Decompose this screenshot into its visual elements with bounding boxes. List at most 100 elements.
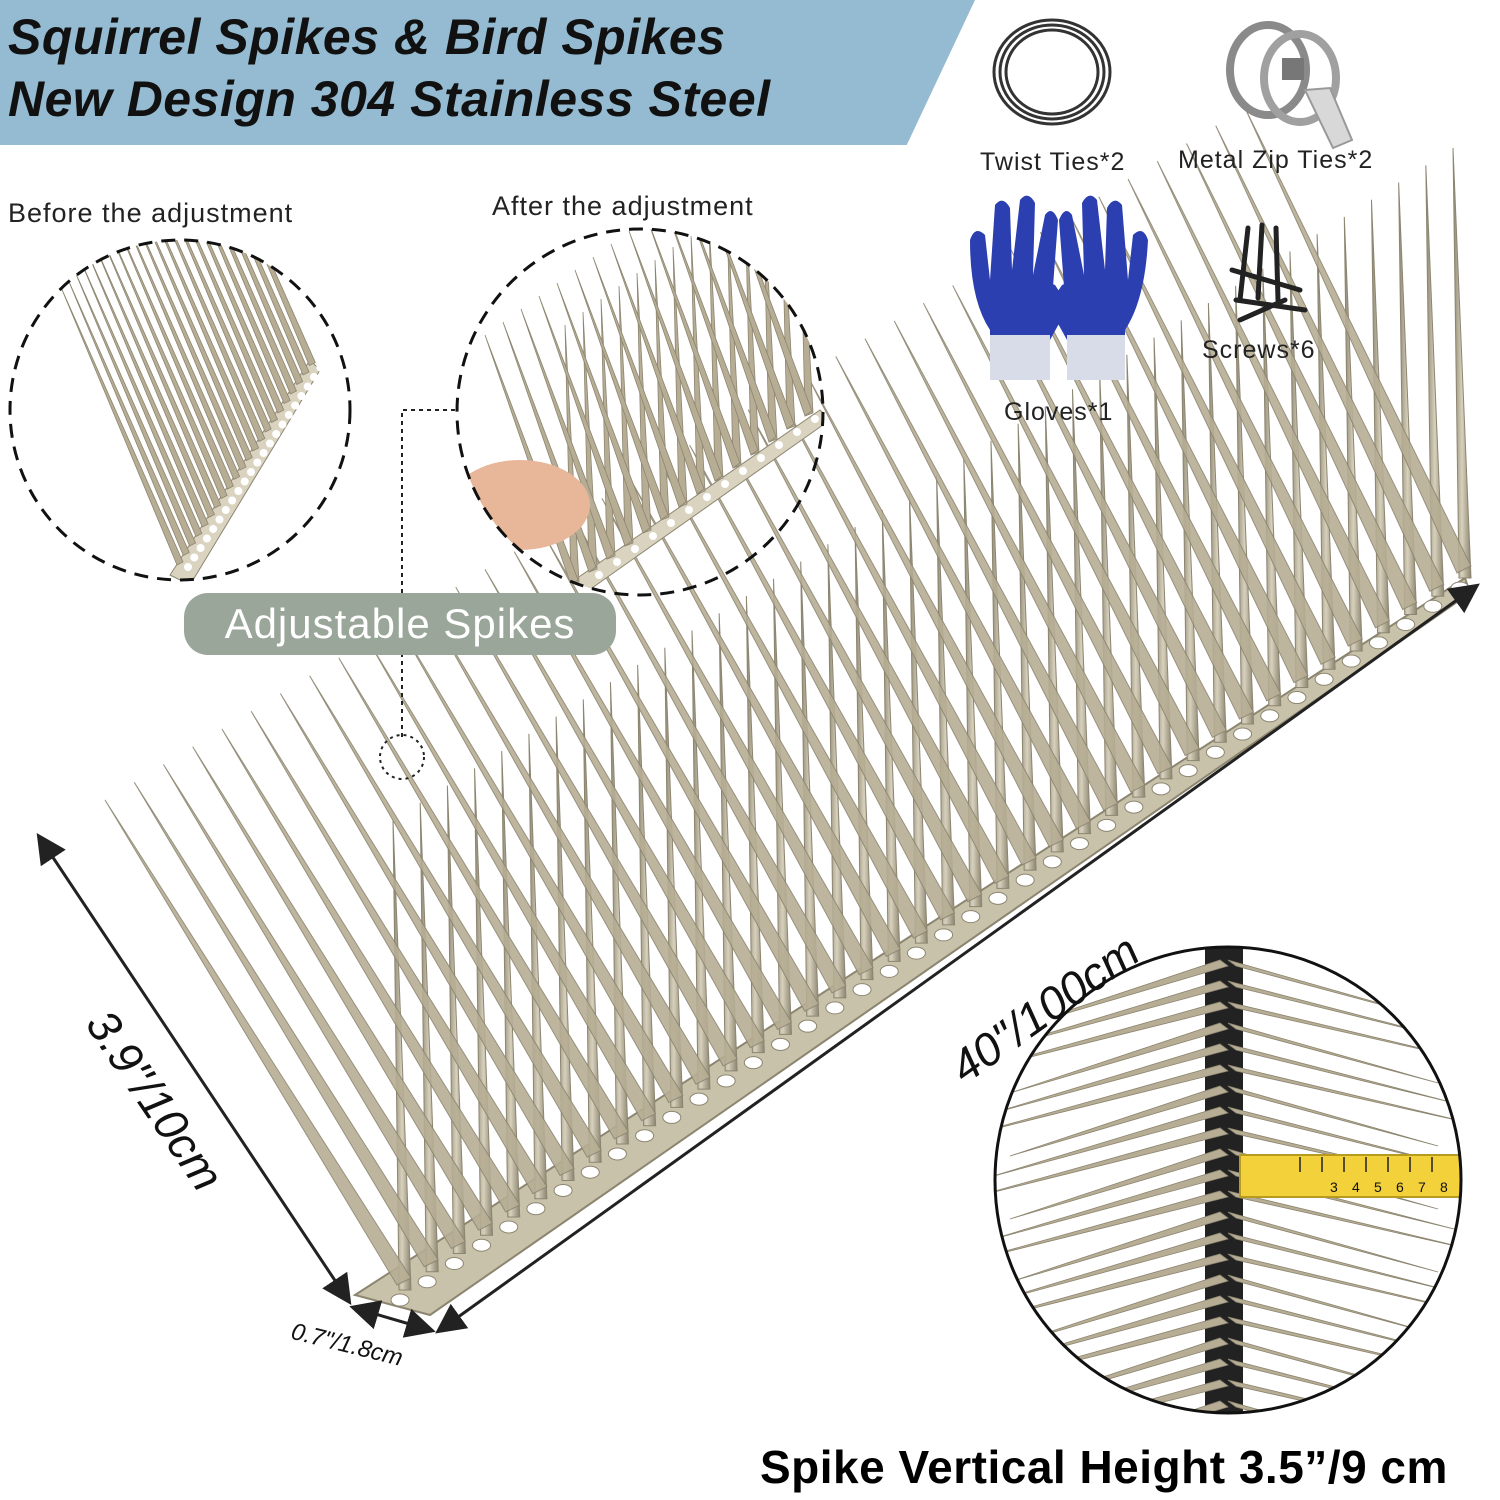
spike (1227, 980, 1459, 1042)
metal-zip-tie-icon (1226, 21, 1354, 150)
tape-number: 8 (1440, 1179, 1448, 1195)
spike (91, 240, 216, 519)
mounting-hole (202, 534, 211, 543)
mounting-hole (595, 571, 603, 579)
spike (718, 229, 813, 417)
spike (1009, 1148, 1229, 1220)
mounting-hole (1178, 764, 1198, 778)
spike (995, 980, 1229, 1052)
gloves-icon (970, 195, 1148, 380)
mounting-hole (499, 1220, 519, 1234)
mounting-hole (1042, 855, 1062, 869)
accessory-label-gloves: Gloves*1 (1004, 398, 1114, 426)
mounting-hole (1396, 618, 1416, 632)
mounting-hole (879, 964, 899, 978)
spike (185, 240, 310, 376)
before-adjustment-circle (8, 238, 352, 582)
spike (780, 229, 796, 430)
base-dimension-arrow (349, 1300, 436, 1338)
mounting-hole (526, 1202, 546, 1216)
spike (1227, 1106, 1459, 1168)
title-banner (0, 0, 975, 145)
mounting-hole (825, 1001, 845, 1015)
mounting-hole (390, 1293, 410, 1307)
mounting-hole (667, 519, 675, 527)
spike (995, 1232, 1229, 1304)
mounting-hole (1423, 599, 1443, 613)
adjustable-spikes-badge: Adjustable Spikes (184, 593, 616, 655)
spike (798, 229, 814, 417)
accessory-label-screws: Screws*6 (1202, 336, 1316, 364)
spike (995, 1253, 1229, 1325)
spike (995, 1190, 1229, 1262)
spike (191, 240, 316, 367)
after-adjustment-label: After the adjustment (492, 191, 754, 221)
mounting-hole (852, 983, 872, 997)
spike (1244, 107, 1472, 574)
spike (1009, 1022, 1229, 1094)
spike (110, 240, 234, 490)
before-adjustment-label: Before the adjustment (8, 198, 294, 228)
hand (457, 460, 590, 550)
spike (538, 295, 633, 547)
spike (995, 1379, 1229, 1413)
mounting-hole (1341, 654, 1361, 668)
spike (1227, 1001, 1461, 1063)
mounting-hole (228, 496, 237, 505)
mounting-hole (417, 1275, 437, 1289)
spike (122, 240, 247, 471)
mounting-hole (472, 1238, 492, 1252)
spike (556, 282, 651, 534)
spike (646, 229, 741, 469)
spike (520, 308, 615, 560)
spike (1227, 1274, 1439, 1336)
spike (104, 799, 412, 1286)
spike (995, 1001, 1229, 1073)
spike (995, 1043, 1229, 1115)
mounting-hole (961, 910, 981, 924)
spike (84, 246, 209, 528)
mounting-hole (310, 373, 318, 381)
spike (128, 240, 253, 462)
mounting-hole (259, 449, 268, 457)
spike (147, 240, 272, 433)
mounting-hole (613, 558, 621, 566)
accessory-label-twist-ties: Twist Ties*2 (980, 148, 1126, 176)
mounting-hole (284, 411, 293, 419)
mounting-hole (316, 363, 325, 372)
spike (995, 1064, 1229, 1136)
mounting-hole (1151, 782, 1171, 796)
mounting-hole (635, 1129, 655, 1143)
mounting-hole (798, 1019, 818, 1033)
spike (1227, 1211, 1439, 1273)
spike (1227, 1400, 1439, 1413)
mounting-hole (1368, 636, 1388, 650)
spike (1227, 1043, 1459, 1105)
spike (1227, 1232, 1459, 1294)
mounting-hole (234, 487, 243, 495)
spike (1227, 1085, 1439, 1147)
spike (65, 275, 190, 557)
mounting-hole (580, 1165, 600, 1179)
mounting-hole (253, 458, 262, 467)
mounting-hole (190, 553, 199, 562)
mounting-hole (291, 401, 300, 410)
spike (1009, 1211, 1229, 1283)
spike (166, 240, 291, 405)
mounting-hole (1314, 672, 1334, 686)
spike (173, 240, 297, 395)
mounting-hole (685, 506, 693, 514)
spike (664, 229, 759, 456)
mounting-hole (716, 1074, 736, 1088)
spike (1009, 1400, 1229, 1413)
width-dimension-arrow (36, 833, 352, 1305)
length-dimension-arrow (435, 583, 1480, 1334)
spike (682, 229, 777, 443)
mounting-hole (444, 1256, 464, 1270)
tape-number: 7 (1418, 1179, 1426, 1195)
spike (995, 1106, 1229, 1178)
spike (133, 781, 439, 1268)
mounting-hole (739, 467, 747, 475)
mounting-hole (743, 1056, 763, 1070)
